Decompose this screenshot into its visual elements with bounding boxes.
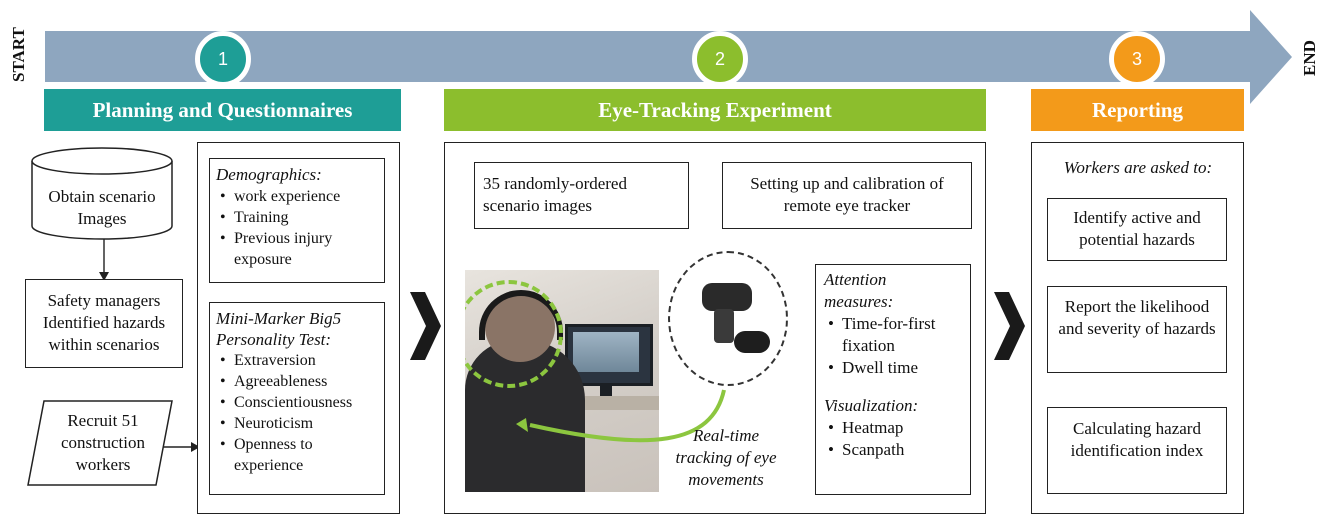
recruit-parallelogram <box>27 400 173 486</box>
gaze-circle <box>465 280 563 388</box>
reporting-intro: Workers are asked to: <box>1063 158 1213 177</box>
chevron-right-icon <box>994 292 1025 360</box>
list-item: Heatmap <box>824 417 962 439</box>
step-circle-1: 1 <box>195 31 251 87</box>
calibration-box: Setting up and calibration of remote eye… <box>722 162 972 229</box>
list-item: Dwell time <box>824 357 962 379</box>
tracker-device-icon <box>702 283 752 311</box>
controller-icon <box>734 331 770 353</box>
scenario-images-box: 35 randomly-ordered scenario images <box>474 162 689 229</box>
attention-list: Time-for-first fixation Dwell time <box>824 313 962 379</box>
realtime-caption: Real-time tracking of eye movements <box>675 426 777 489</box>
safety-managers-box: Safety managers Identified hazards withi… <box>25 279 183 368</box>
visualization-list: Heatmap Scanpath <box>824 417 962 461</box>
list-item: work experience <box>216 186 378 207</box>
eye-tracking-photo <box>465 270 659 492</box>
list-item: Openness to experience <box>216 434 344 476</box>
list-item: Previous injury exposure <box>216 228 364 270</box>
attention-title: Attention measures: <box>824 270 894 311</box>
database-cylinder <box>31 147 173 240</box>
list-item: Agreeableness <box>216 371 378 392</box>
list-item: Time-for-first fixation <box>824 313 962 357</box>
recruit-label: Recruit 51 construction workers <box>60 411 146 474</box>
personality-list: Extraversion Agreeableness Conscientious… <box>216 350 378 476</box>
list-item: Scanpath <box>824 439 962 461</box>
list-item: Neuroticism <box>216 413 378 434</box>
visualization-title: Visualization: <box>824 396 919 415</box>
personality-box: Mini-Marker Big5 Personality Test: Extra… <box>209 302 385 495</box>
report-likelihood-box: Report the likelihood and severity of ha… <box>1047 286 1227 373</box>
reporting-header: Reporting <box>1031 89 1244 131</box>
list-item: Conscientiousness <box>216 392 378 413</box>
step-circle-2: 2 <box>692 31 748 87</box>
list-item: Training <box>216 207 378 228</box>
list-item: Extraversion <box>216 350 378 371</box>
eye-tracker-inset <box>668 251 788 386</box>
personality-title: Mini-Marker Big5 Personality Test: <box>216 309 342 349</box>
identify-hazards-box: Identify active and potential hazards <box>1047 198 1227 261</box>
attention-box: Attention measures: Time-for-first fixat… <box>815 264 971 495</box>
obtain-images-label: Obtain scenario Images <box>48 187 156 228</box>
planning-header: Planning and Questionnaires <box>44 89 401 131</box>
calculate-index-box: Calculating hazard identification index <box>1047 407 1227 494</box>
demographics-title: Demographics: <box>216 165 322 184</box>
step-circle-3: 3 <box>1109 31 1165 87</box>
eye-tracking-header: Eye-Tracking Experiment <box>444 89 986 131</box>
chevron-right-icon <box>410 292 441 360</box>
demographics-box: Demographics: work experience Training P… <box>209 158 385 283</box>
demographics-list: work experience Training Previous injury… <box>216 186 378 270</box>
timeline-arrow <box>45 10 1292 104</box>
